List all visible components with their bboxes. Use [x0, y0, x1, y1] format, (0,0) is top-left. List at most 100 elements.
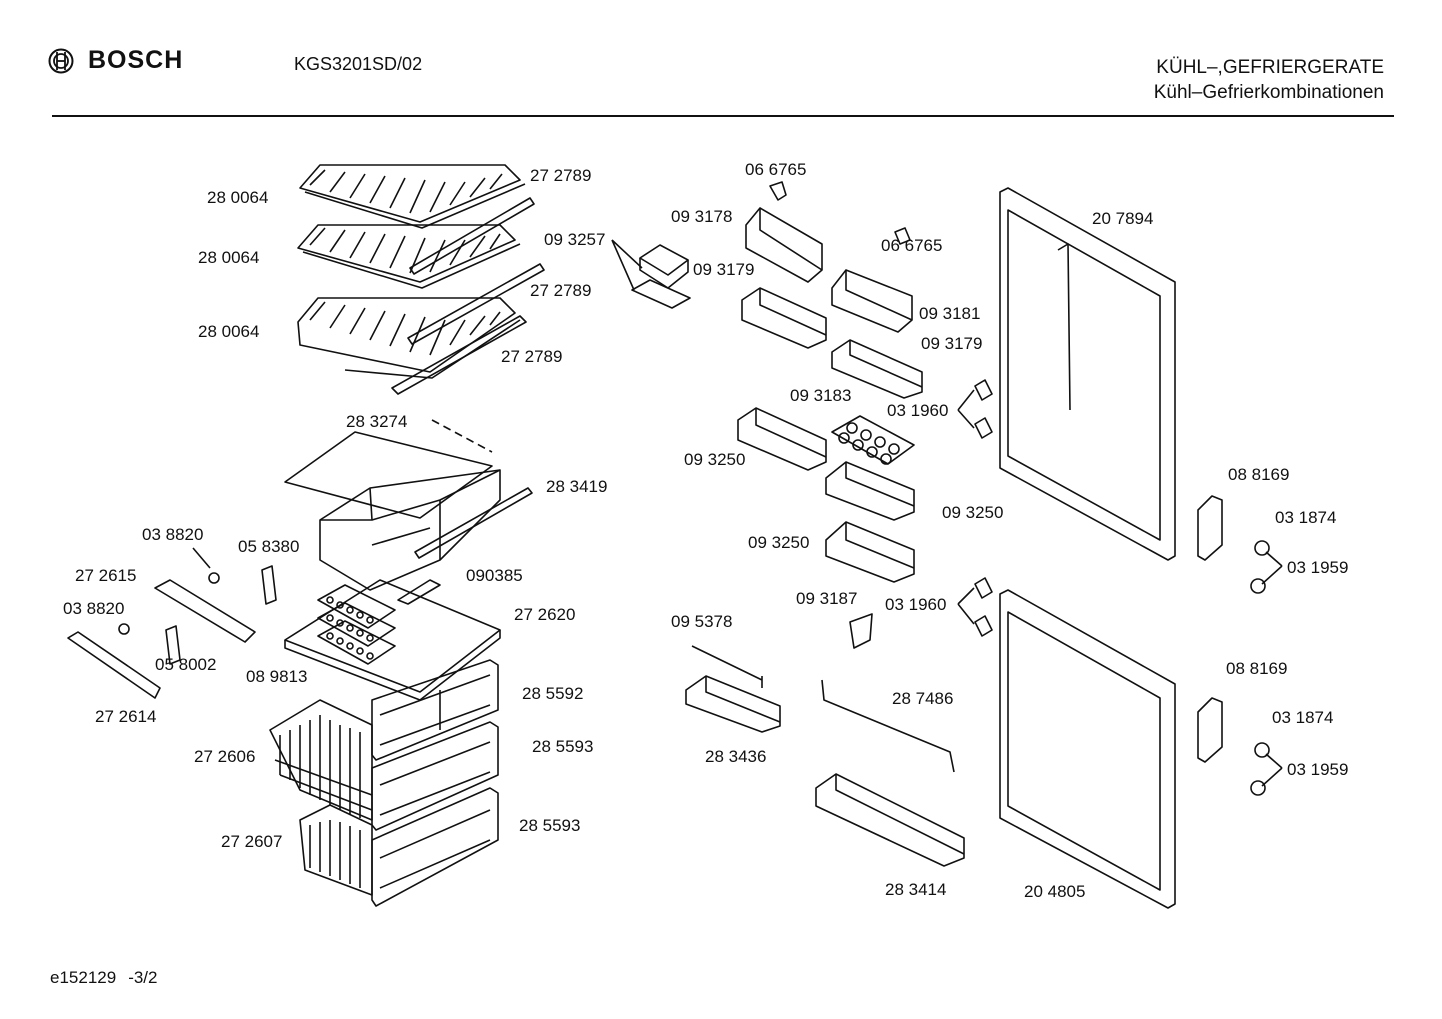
- part-label: 09 3250: [942, 503, 1003, 522]
- egg-tray: [831, 415, 915, 465]
- wire-rod-28-7486: [821, 679, 955, 773]
- door-shelf-28-3436: [685, 675, 781, 733]
- drawing-id: e152129: [50, 968, 117, 987]
- door-shelf-09-3179-b: [831, 339, 923, 399]
- part-label: 09 3179: [693, 260, 754, 279]
- shelf-trim-1: [409, 197, 535, 275]
- screw-031960-d: [974, 615, 993, 637]
- part-label: 08 9813: [246, 667, 307, 686]
- washer-lower-2: [1250, 780, 1266, 796]
- category-line-2: Kühl–Gefrierkombinationen: [1153, 82, 1384, 103]
- wire-basket-upper: [269, 699, 373, 821]
- crisper-rail: [414, 487, 533, 559]
- part-label: 28 5593: [532, 737, 593, 756]
- screw-06-6765-b: [894, 227, 911, 245]
- wire-shelf-2: [297, 224, 521, 289]
- leader-031959-lower: [1261, 753, 1283, 787]
- freezer-door-20-4805: [999, 589, 1176, 909]
- part-label: 08 8169: [1228, 465, 1289, 484]
- shelf-trim-3: [391, 315, 527, 395]
- part-label: 20 7894: [1092, 209, 1153, 228]
- part-label: 06 6765: [881, 236, 942, 255]
- part-label: 090385: [466, 566, 523, 585]
- part-label: 28 0064: [207, 188, 268, 207]
- bosch-armature-icon: [48, 48, 74, 73]
- screw-lower: [118, 623, 130, 635]
- part-label: 03 8820: [63, 599, 124, 618]
- leader-031960-lower: [957, 587, 975, 625]
- brand-logo: BOSCH: [48, 46, 183, 75]
- clip-lower: [165, 625, 181, 665]
- part-label: 05 8380: [238, 537, 299, 556]
- part-label: 27 2789: [530, 166, 591, 185]
- ice-cube-tray-stack: [317, 584, 396, 665]
- hinge-08-8169-lower: [1197, 697, 1223, 763]
- part-label: 27 2615: [75, 566, 136, 585]
- part-label: 03 1960: [885, 595, 946, 614]
- part-label: 27 2789: [530, 281, 591, 300]
- part-label: 28 7486: [892, 689, 953, 708]
- category-title: KÜHL–,GEFRIERGERATE Kühl–Gefrierkombinat…: [1154, 55, 1384, 105]
- part-label: 28 3436: [705, 747, 766, 766]
- part-label: 28 3419: [546, 477, 607, 496]
- part-label: 20 4805: [1024, 882, 1085, 901]
- door-shelf-09-3250-b: [825, 461, 915, 521]
- model-number: KGS3201SD/02: [294, 54, 423, 74]
- screw-031960-b: [974, 417, 993, 439]
- part-label: 09 3187: [796, 589, 857, 608]
- trim-strip-upper: [154, 579, 256, 643]
- part-label: 28 0064: [198, 322, 259, 341]
- part-label: 27 2789: [501, 347, 562, 366]
- fridge-door-20-7894: [999, 187, 1176, 561]
- washer-lower: [1254, 742, 1270, 758]
- wire-shelf-3: [297, 297, 521, 379]
- part-label: 09 3183: [790, 386, 851, 405]
- freezer-drawer-1: [371, 659, 499, 761]
- leader-031960-upper: [957, 389, 975, 429]
- screw-upper-leader: [192, 547, 211, 569]
- hinge-08-8169-upper: [1197, 495, 1223, 561]
- crisper-drawer: [319, 469, 501, 591]
- screw-06-6765-a: [769, 181, 787, 201]
- drawing-footer: e152129 -3/2: [50, 968, 169, 988]
- part-label: 28 0064: [198, 248, 259, 267]
- header-divider: [52, 115, 1394, 117]
- part-label: 09 3250: [684, 450, 745, 469]
- part-label: 09 3250: [748, 533, 809, 552]
- part-label: 06 6765: [745, 160, 806, 179]
- door-shelf-28-3414: [815, 773, 965, 867]
- part-label: 03 1960: [887, 401, 948, 420]
- part-label: 27 2606: [194, 747, 255, 766]
- part-label: 28 5592: [522, 684, 583, 703]
- leader-031959-upper: [1261, 551, 1283, 585]
- category-line-1: KÜHL–,GEFRIERGERATE: [1156, 57, 1384, 78]
- door-shelf-09-3250-a: [737, 407, 827, 471]
- freezer-plate-slot: [397, 579, 441, 605]
- door-bin-09-3181: [831, 269, 913, 333]
- part-label: 09 3178: [671, 207, 732, 226]
- door-shelf-09-3179-a: [741, 287, 827, 349]
- part-label: 27 2620: [514, 605, 575, 624]
- glass-cover-plate: [284, 431, 493, 519]
- screw-031960-a: [974, 379, 993, 401]
- part-labels: 28 0064 28 0064 28 0064 27 2789 27 2789 …: [63, 160, 1348, 901]
- hinge-part-09-3187: [849, 613, 873, 649]
- part-label: 03 1959: [1287, 760, 1348, 779]
- part-label: 27 2607: [221, 832, 282, 851]
- freezer-drawer-2: [371, 721, 499, 831]
- part-label: 28 3274: [346, 412, 407, 431]
- part-label: 09 3257: [544, 230, 605, 249]
- washer-upper-2: [1250, 578, 1266, 594]
- washer-upper: [1254, 540, 1270, 556]
- shelf-trim-2: [407, 263, 545, 345]
- brand-name: BOSCH: [88, 46, 184, 74]
- screw-upper: [208, 572, 220, 584]
- part-label: 08 8169: [1226, 659, 1287, 678]
- door-bin-09-3178: [745, 207, 823, 283]
- sheet-number: -3/2: [128, 968, 158, 987]
- screw-031960-c: [974, 577, 993, 599]
- wire-basket-lower: [299, 804, 373, 896]
- leader-09-3257: [611, 239, 643, 291]
- part-label: 09 3181: [919, 304, 980, 323]
